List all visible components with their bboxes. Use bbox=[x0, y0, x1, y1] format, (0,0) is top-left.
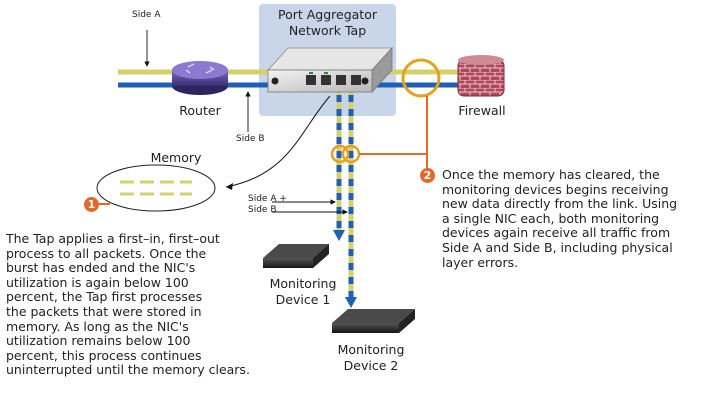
callout-1-line: memory. As long as the NIC's bbox=[6, 318, 189, 334]
callout-2-badge: 2 bbox=[420, 168, 435, 183]
callout-1-line: process to all packets. Once the bbox=[6, 245, 207, 261]
router-label: Router bbox=[179, 103, 221, 118]
firewall-icon bbox=[457, 55, 505, 97]
memory-label: Memory bbox=[150, 150, 202, 165]
device1-label-line2: Device 1 bbox=[275, 292, 331, 307]
callout-1-text: The Tap applies a first–in, first–out pr… bbox=[6, 231, 296, 378]
side-a-label: Side A bbox=[132, 10, 161, 20]
monitoring-device-icon bbox=[332, 309, 415, 333]
callout-1-line: percent, the Tap first processes bbox=[6, 289, 203, 305]
memory-link bbox=[225, 95, 331, 188]
callout-1-line: The Tap applies a first–in, first–out bbox=[6, 231, 220, 246]
device2-label-line1: Monitoring bbox=[337, 342, 405, 357]
callout-2-line: Side A and Side B, including physical bbox=[442, 239, 673, 255]
tap-title-line1: Port Aggregator bbox=[277, 7, 377, 22]
callout-1-line: percent, this process continues bbox=[6, 347, 202, 363]
router-icon bbox=[172, 61, 228, 95]
memory-icon bbox=[96, 164, 216, 212]
callout-1-line: the packets that were stored in bbox=[6, 303, 202, 319]
callout-1-line: utilization remains below 100 bbox=[6, 333, 191, 349]
device1-label-line1: Monitoring bbox=[269, 276, 337, 291]
firewall-label: Firewall bbox=[458, 103, 506, 118]
callout-2-line: devices again receive all traffic from bbox=[442, 225, 671, 241]
callout-1-line: utilization is again below 100 bbox=[6, 274, 189, 290]
monitoring-device-icon bbox=[263, 244, 329, 268]
monitor-lines bbox=[333, 88, 357, 308]
callout-2-line: monitoring devices begins receiving bbox=[442, 181, 669, 197]
callout-2-line: Once the memory has cleared, the bbox=[442, 167, 660, 182]
tap-title-line2: Network Tap bbox=[288, 23, 367, 38]
side-ab-label-line1: Side A + bbox=[248, 194, 287, 204]
callout-2-text: Once the memory has cleared, the monitor… bbox=[442, 167, 704, 270]
device2-label-line2: Device 2 bbox=[343, 358, 399, 373]
callout-1-line: uninterrupted until the memory clears. bbox=[6, 362, 250, 378]
callout-1-badge: 1 bbox=[84, 197, 99, 212]
callout-2-line: a single NIC each, both monitoring bbox=[442, 210, 660, 226]
network-tap-icon bbox=[267, 46, 393, 94]
callout-2-line: layer errors. bbox=[442, 254, 519, 270]
side-ab-label-line2: Side B bbox=[248, 205, 277, 215]
side-b-label: Side B bbox=[236, 134, 265, 144]
callout-2-line: new data directly from the link. Using bbox=[442, 196, 678, 212]
callout-1-line: burst has ended and the NIC's bbox=[6, 260, 196, 276]
